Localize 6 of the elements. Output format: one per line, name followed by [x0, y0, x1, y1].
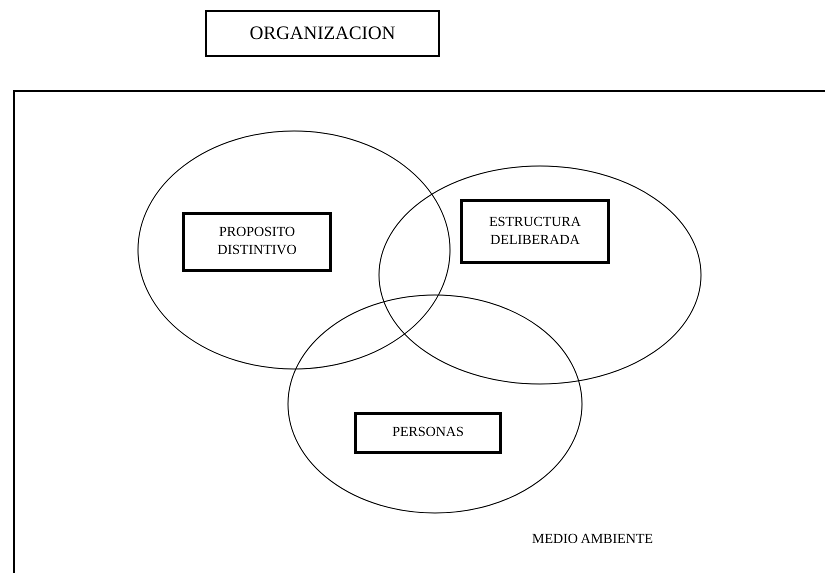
text-box: PERSONAS — [354, 412, 502, 454]
text-box: ESTRUCTURA DELIBERADA — [460, 199, 610, 264]
text-box: PROPOSITO DISTINTIVO — [182, 212, 332, 272]
title-box: ORGANIZACION — [205, 10, 440, 57]
environment-frame — [13, 90, 825, 573]
frame-label: MEDIO AMBIENTE — [532, 532, 653, 548]
